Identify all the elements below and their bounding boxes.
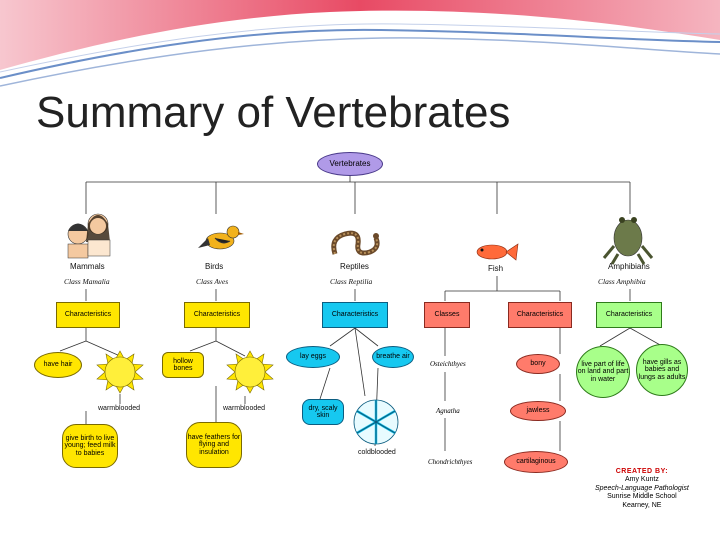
credit-block: CREATED BY: Amy Kuntz Speech-Language Pa… — [595, 468, 689, 510]
credit-name: Amy Kuntz — [624, 476, 659, 484]
fish-classes: Classes — [424, 302, 470, 328]
credit-school: Sunrise Middle School — [607, 493, 677, 501]
amphibians-label: Amphibians — [608, 262, 650, 271]
credit-heading: CREATED BY: — [615, 468, 669, 475]
reptiles-eggs: lay eggs — [286, 346, 340, 368]
birds-bones: hollow bones — [162, 352, 204, 378]
fish-osteichthyes: Osteichthyes — [430, 360, 466, 368]
reptiles-class: Class Reptilia — [330, 277, 373, 286]
frog-icon — [602, 217, 654, 265]
amphibians-class: Class Amphibia — [598, 277, 646, 286]
fish-icon — [476, 243, 519, 261]
mammals-hair: have hair — [34, 352, 82, 378]
fish-chondrichthyes: Chondrichthyes — [428, 458, 473, 466]
snowflake-icon — [353, 399, 399, 445]
connector-lines — [59, 174, 663, 451]
reptiles-breathe: breathe air — [372, 346, 414, 368]
reptiles-label: Reptiles — [340, 262, 369, 271]
slide-title: Summary of Vertebrates — [36, 88, 511, 137]
birds-class: Class Aves — [196, 277, 229, 286]
amphibians-characteristics: Characteristics — [596, 302, 662, 328]
amphibians-land: live part of life on land and part in wa… — [576, 346, 630, 398]
birds-warmblooded: warmblooded — [223, 405, 266, 412]
credit-location: Kearney, NE — [622, 501, 662, 509]
birds-label: Birds — [205, 262, 224, 271]
vertebrates-concept-map: Vertebrates Mammals Class Mamalia Charac… — [30, 146, 692, 530]
snake-icon — [331, 230, 380, 256]
mammals-label: Mammals — [70, 262, 105, 271]
birds-feathers: have feathers for flying and insulation — [186, 422, 242, 468]
reptiles-coldblooded: coldblooded — [358, 449, 396, 456]
mammals-birth: give birth to live young; feed milk to b… — [62, 424, 118, 468]
fish-jawless: jawless — [510, 401, 566, 421]
mammals-characteristics: Characteristics — [56, 302, 120, 328]
fish-bony: bony — [516, 354, 560, 374]
fish-cartilaginous: cartilaginous — [504, 451, 568, 473]
root-node: Vertebrates — [317, 152, 383, 176]
amphibians-gills: have gills as babies and lungs as adults — [636, 344, 688, 396]
children-icon — [67, 213, 111, 259]
birds-characteristics: Characteristics — [184, 302, 250, 328]
mammals-warmblooded: warmblooded — [98, 405, 141, 412]
reptiles-characteristics: Characteristics — [322, 302, 388, 328]
sun-icon — [226, 350, 274, 394]
sun-icon — [96, 350, 144, 394]
fish-characteristics: Characteristics — [508, 302, 572, 328]
header-banner — [0, 0, 720, 87]
reptiles-skin: dry, scaly skin — [302, 399, 344, 425]
fish-label: Fish — [488, 264, 504, 273]
bird-icon — [198, 225, 244, 250]
mammals-class: Class Mamalia — [64, 277, 110, 286]
credit-role: Speech-Language Pathologist — [595, 484, 689, 492]
fish-agnatha: Agnatha — [436, 407, 460, 415]
